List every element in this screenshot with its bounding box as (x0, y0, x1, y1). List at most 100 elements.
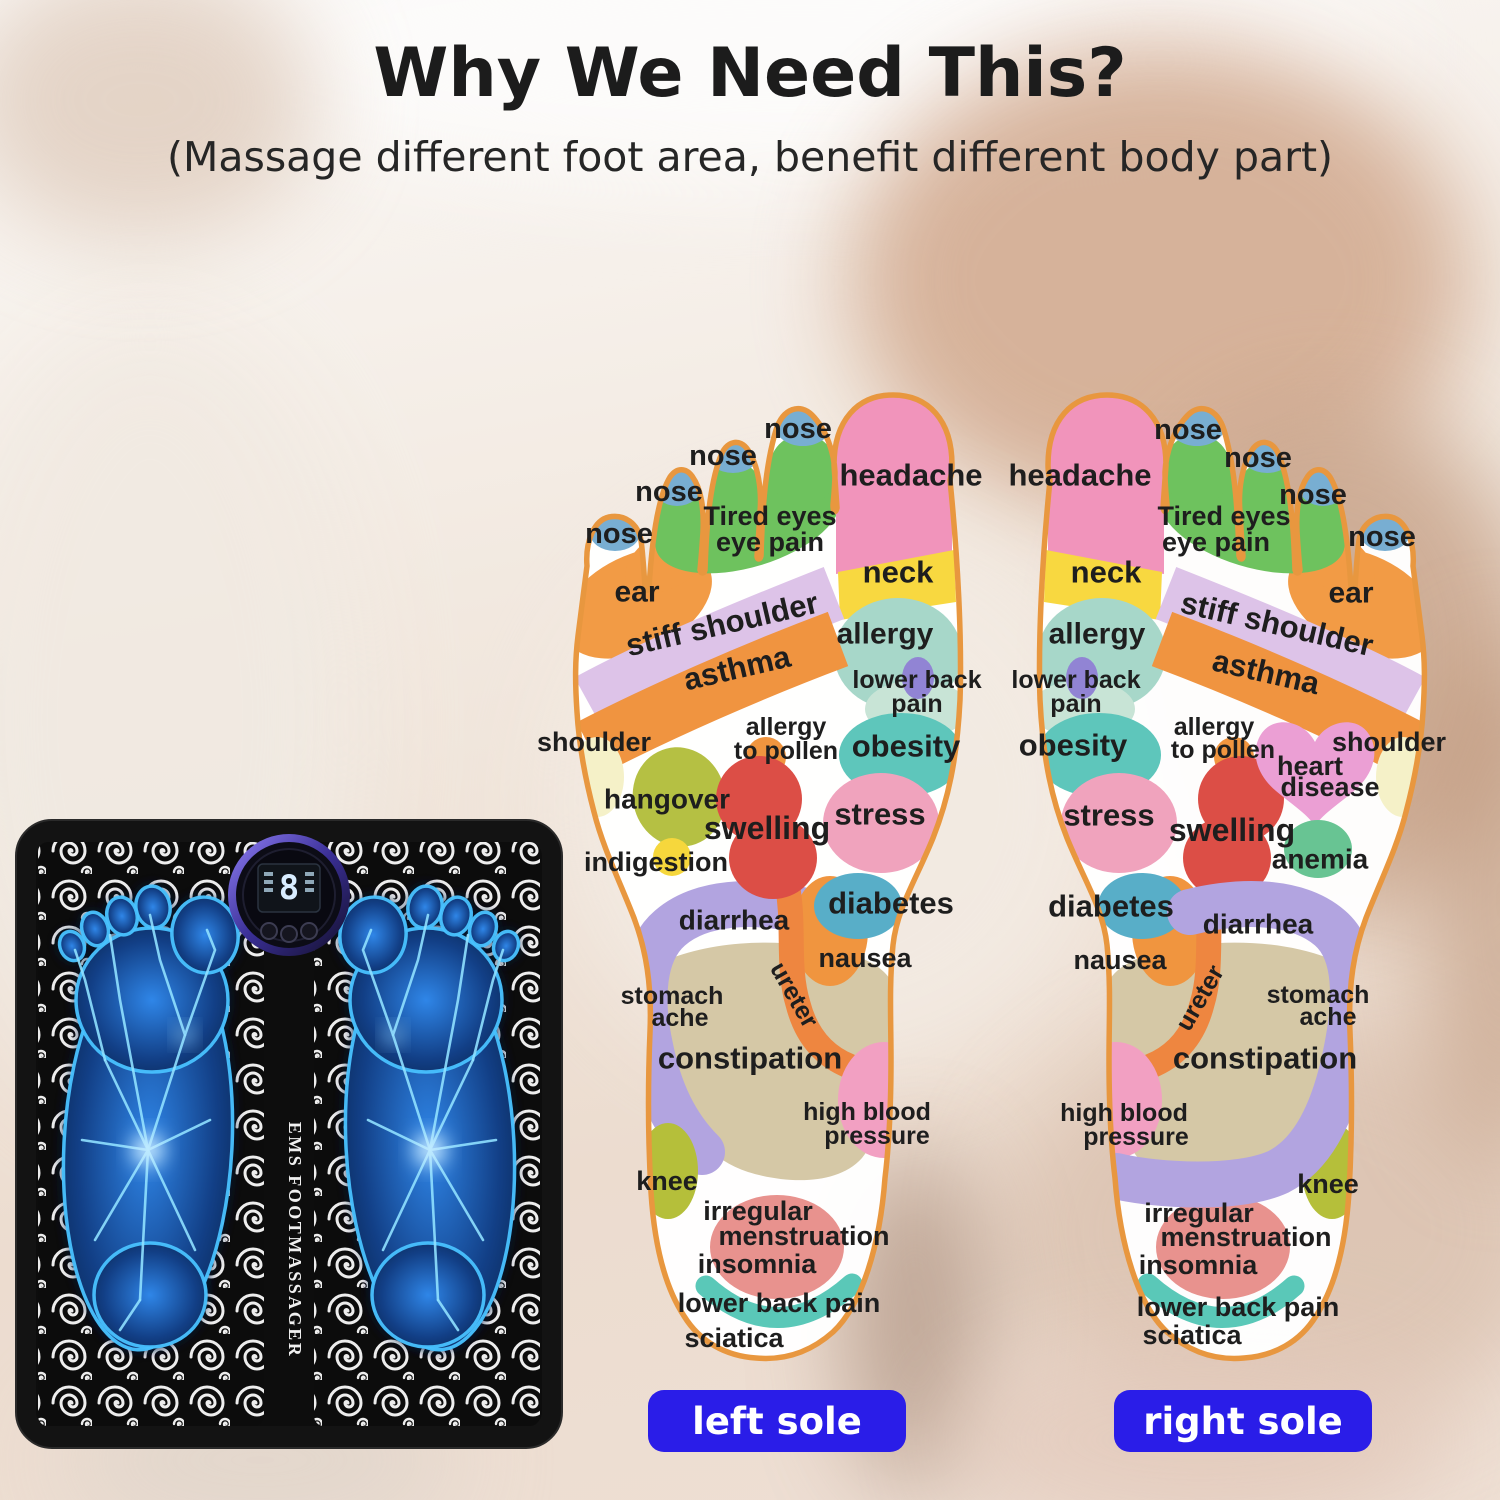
zone-hangover-region (632, 747, 726, 847)
label-diabetes: diabetes (828, 886, 954, 921)
label-allergy: allergy (1174, 713, 1255, 741)
label-high-blood: high blood (803, 1098, 931, 1126)
label-obesity: obesity (852, 729, 961, 764)
label-pressure: pressure (1083, 1123, 1189, 1151)
label-to-pollen: to pollen (734, 737, 838, 765)
label-obesity: obesity (1019, 728, 1128, 763)
label-nose: nose (1348, 521, 1416, 553)
label-stress: stress (1063, 798, 1154, 833)
label-insomnia: insomnia (1139, 1250, 1259, 1280)
product-brand-text: EMS FOOTMASSAGER (285, 1122, 305, 1359)
label-to-pollen: to pollen (1171, 736, 1275, 764)
zone-toe5-nose (1360, 515, 1410, 551)
label-allergy: allergy (746, 713, 827, 741)
label-headache: headache (839, 458, 982, 493)
label-ache: ache (1300, 1003, 1357, 1031)
label-swelling: swelling (704, 810, 830, 846)
label-lower-back: lower back (852, 666, 981, 694)
label-nausea: nausea (1073, 945, 1167, 975)
control-unit: 8 (228, 834, 350, 956)
label-pressure: pressure (824, 1122, 930, 1150)
zone-toe5-nose (590, 515, 640, 551)
zone-toe4-green (650, 497, 704, 557)
zone-neck-band (838, 550, 956, 620)
label-menstruation: menstruation (718, 1221, 889, 1251)
label-stomach: stomach (621, 982, 724, 1010)
label-lower-back-pain: lower back pain (678, 1288, 881, 1318)
zone-indigestion-dot (653, 838, 691, 876)
label-diarrhea: diarrhea (679, 905, 790, 936)
label-neck: neck (1071, 555, 1142, 590)
label-nose: nose (1279, 479, 1347, 511)
label-ear: ear (614, 576, 659, 609)
label-anemia: anemia (1272, 844, 1369, 875)
label-high-blood: high blood (1060, 1099, 1188, 1127)
zone-constipation-region (666, 942, 898, 1181)
label-nose: nose (635, 476, 703, 508)
zone-asthma-band (1151, 611, 1424, 774)
label-heart: heart (1277, 751, 1343, 781)
label-menstruation: menstruation (1160, 1222, 1331, 1252)
label-swelling: swelling (1169, 812, 1295, 848)
right-sole-button[interactable]: right sole (1114, 1390, 1372, 1452)
zone-stiff-shoulder-band (1155, 566, 1425, 727)
label-diarrhea: diarrhea (1203, 909, 1314, 940)
label-tired-eyes: Tired eyes (1157, 501, 1290, 531)
label-knee: knee (636, 1166, 698, 1196)
label-disease: disease (1280, 772, 1379, 802)
zone-stress-region (1061, 773, 1177, 873)
zone-toe2-green (769, 434, 837, 506)
label-stomach: stomach (1267, 981, 1370, 1009)
label-nose: nose (689, 440, 757, 472)
zone-ureter-line (773, 865, 862, 1079)
zone-stiff-shoulder-band (575, 566, 845, 727)
zone-toe4-green (1296, 497, 1350, 557)
unit-button-power (280, 925, 298, 943)
product-image: EMS FOOTMASSAGER 8 (15, 819, 563, 1449)
label-stress: stress (834, 797, 925, 832)
label-sciatica: sciatica (1142, 1320, 1242, 1350)
zone-headache-column (1048, 478, 1164, 574)
zone-headache-column (836, 478, 952, 574)
zone-colon-band (1093, 881, 1376, 1208)
zone-toe2-green (1163, 434, 1231, 506)
label-shoulder: shoulder (1332, 727, 1447, 757)
zone-neck-band (1044, 550, 1162, 620)
label-ear: ear (1328, 577, 1373, 610)
unit-button-minus (260, 922, 278, 940)
glow-foot-left (57, 884, 240, 1352)
label-diabetes: diabetes (1048, 889, 1174, 924)
zone-sciatica-arc (695, 1273, 863, 1328)
zone-sciatica-arc (1137, 1273, 1305, 1328)
label-constipation: constipation (1173, 1041, 1357, 1076)
glow-foot-right (338, 884, 521, 1352)
label-knee: knee (1297, 1169, 1359, 1199)
label-nose: nose (1154, 414, 1222, 446)
zone-swelling-region-b (729, 817, 817, 899)
zone-lowerback-dot (902, 657, 934, 699)
unit-button-plus (300, 922, 318, 940)
label-constipation: constipation (658, 1041, 842, 1076)
label-lower-back: lower back (1011, 666, 1140, 694)
zone-heart-disease-region (1255, 722, 1375, 826)
label-ache: ache (652, 1004, 709, 1032)
label-allergy: allergy (837, 618, 934, 651)
label-indigestion: indigestion (584, 847, 728, 877)
zone-lowerback-dot (1066, 657, 1098, 699)
lcd-display (257, 863, 321, 913)
label-pain: pain (1050, 690, 1101, 718)
zone-stress-region (823, 773, 939, 873)
label-sciatica: sciatica (684, 1323, 784, 1353)
label-lower-back-pain: lower back pain (1137, 1292, 1340, 1322)
zone-asthma-band (576, 611, 849, 774)
label-headache: headache (1008, 458, 1151, 493)
lcd-value: 8 (279, 868, 299, 908)
label-allergy: allergy (1049, 618, 1146, 651)
label-neck: neck (863, 555, 934, 590)
label-tired-eyes: Tired eyes (703, 501, 836, 531)
zone-diabetes-region (814, 873, 902, 939)
left-sole-button[interactable]: left sole (648, 1390, 906, 1452)
